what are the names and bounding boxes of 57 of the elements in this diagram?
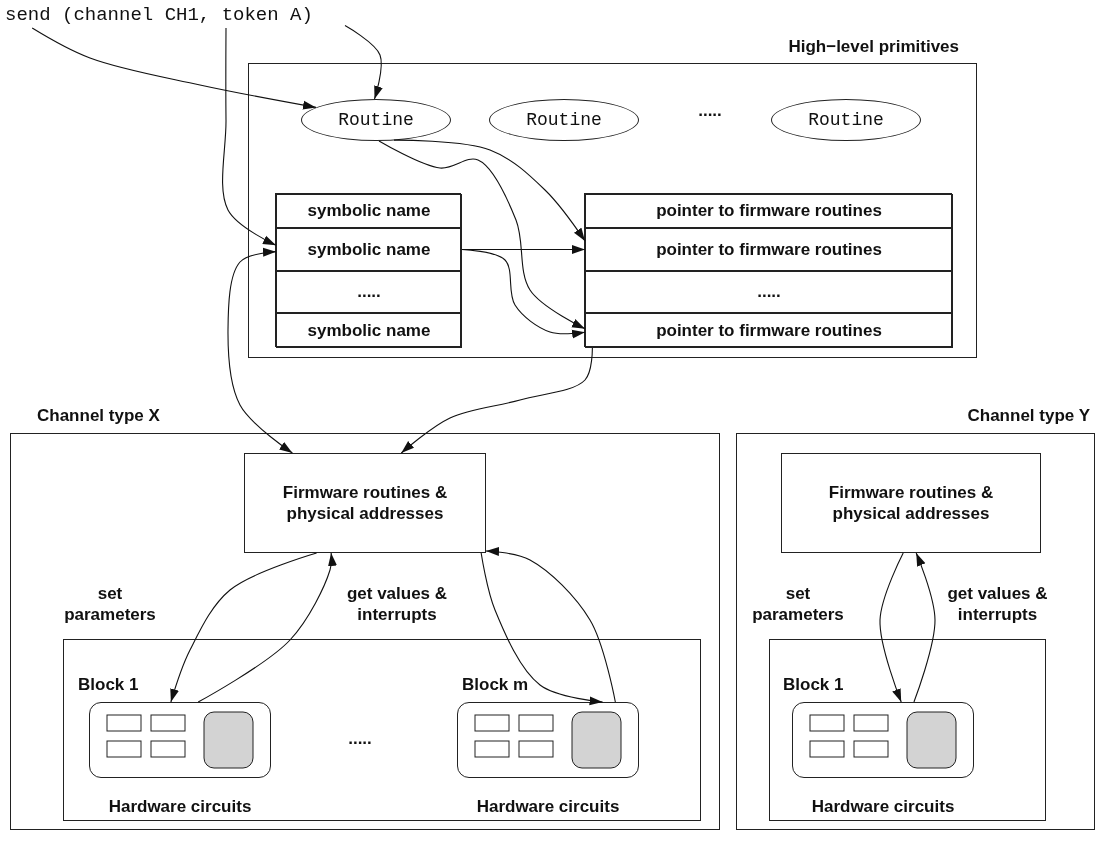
block-group-box bbox=[769, 639, 1046, 821]
table-row bbox=[276, 271, 462, 313]
code-text: send (channel CH1, token A) bbox=[5, 4, 345, 28]
ellipsis: ..... bbox=[347, 728, 373, 750]
panel-title: Channel type X bbox=[37, 406, 160, 426]
table-frame bbox=[584, 193, 952, 347]
row-label: pointer to firmware routines bbox=[656, 239, 882, 260]
arrow bbox=[485, 547, 616, 703]
table-frame bbox=[275, 193, 461, 347]
table-row bbox=[276, 194, 462, 228]
routine-label: Routine bbox=[338, 110, 414, 130]
panel-title: High−level primitives bbox=[788, 37, 959, 57]
table-row bbox=[276, 313, 462, 348]
routine-label: Routine bbox=[808, 110, 884, 130]
arrow bbox=[480, 552, 604, 706]
arrow bbox=[197, 552, 337, 703]
edge-note: set parameters bbox=[63, 583, 157, 626]
row-label: symbolic name bbox=[307, 320, 431, 341]
arrow bbox=[400, 347, 593, 454]
table-row bbox=[276, 228, 462, 271]
block-caption: Hardware circuits bbox=[108, 797, 252, 817]
block-title: Block m bbox=[462, 675, 529, 695]
block-title: Block 1 bbox=[78, 675, 139, 695]
arrow bbox=[879, 552, 904, 703]
panel-title: Channel type Y bbox=[967, 406, 1090, 426]
block-caption: Hardware circuits bbox=[476, 797, 620, 817]
arrow bbox=[31, 27, 317, 110]
arrow bbox=[393, 139, 586, 242]
process-box bbox=[244, 453, 486, 553]
table-row bbox=[585, 228, 953, 271]
row-label: symbolic name bbox=[307, 201, 431, 221]
box-label: Firmware routines & physical addresses bbox=[827, 481, 995, 525]
arrow bbox=[913, 552, 936, 703]
table-row bbox=[585, 271, 953, 313]
block-title: Block 1 bbox=[783, 675, 844, 695]
arrow bbox=[222, 27, 277, 246]
arrow bbox=[461, 248, 586, 339]
arrow bbox=[227, 247, 293, 454]
table-row bbox=[585, 313, 953, 348]
row-label: ..... bbox=[357, 282, 381, 302]
row-label: ..... bbox=[757, 282, 781, 302]
arrow bbox=[344, 25, 383, 100]
routine-label: Routine bbox=[526, 110, 602, 130]
row-label: pointer to firmware routines bbox=[656, 320, 882, 341]
edge-note: get values & interrupts bbox=[946, 583, 1049, 626]
table-row bbox=[585, 194, 953, 228]
row-label: pointer to firmware routines bbox=[656, 201, 882, 221]
arrow bbox=[170, 552, 318, 703]
arrow bbox=[378, 140, 586, 330]
block-group-box bbox=[63, 639, 701, 821]
ellipsis: ..... bbox=[697, 100, 723, 122]
process-box bbox=[781, 453, 1041, 553]
block-caption: Hardware circuits bbox=[811, 797, 955, 817]
edge-note: set parameters bbox=[751, 583, 845, 626]
box-label: Firmware routines & physical addresses bbox=[281, 481, 449, 525]
row-label: symbolic name bbox=[307, 239, 431, 260]
edge-note: get values & interrupts bbox=[345, 583, 449, 626]
